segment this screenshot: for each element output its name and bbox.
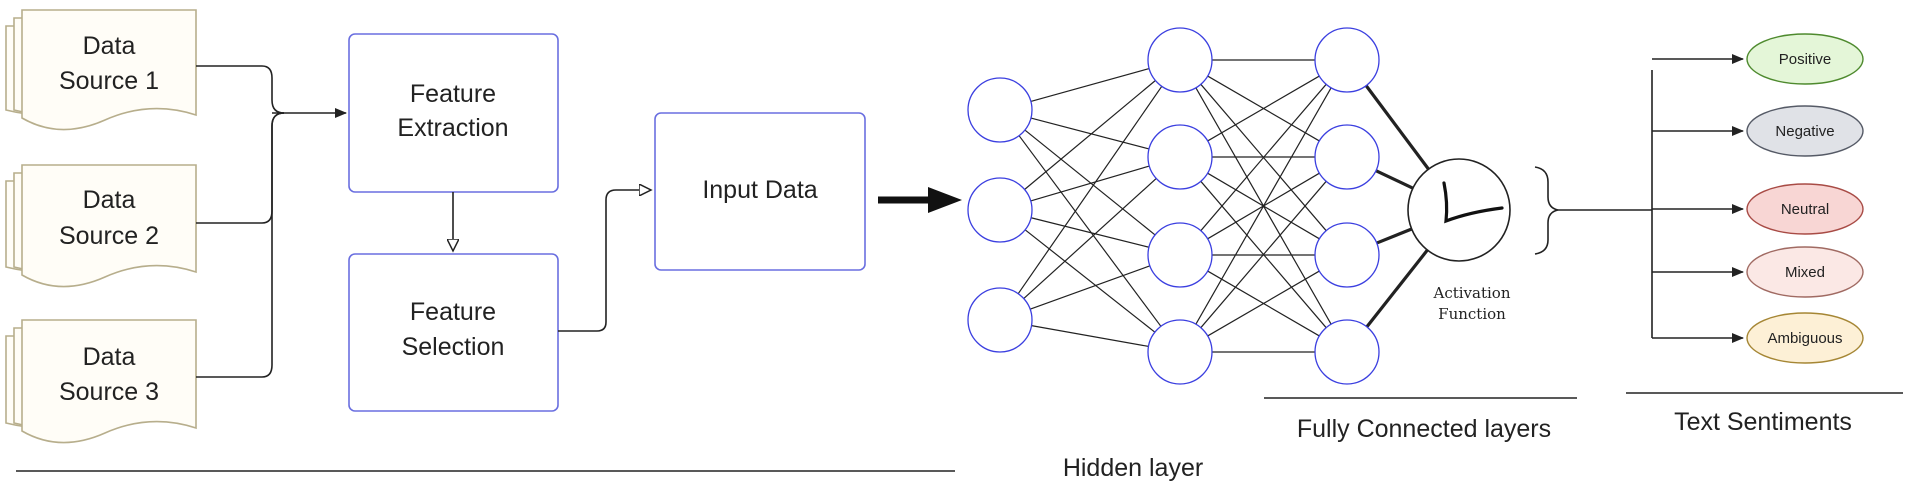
data-source-1: Data Source 1 xyxy=(5,9,197,131)
fully-connected-layers-label: Fully Connected layers xyxy=(1297,415,1551,443)
feature-extraction-line2: Extraction xyxy=(397,114,508,142)
network-edge-l1-3-3 xyxy=(1029,265,1151,310)
activation-label-line2: Function xyxy=(1438,305,1506,323)
sentiment-node-neutral xyxy=(1746,183,1864,235)
network-edge-l1-1-2 xyxy=(1030,117,1150,150)
activation-edge-2 xyxy=(1375,169,1414,190)
network-edge-l1-3-2 xyxy=(1023,178,1157,299)
network-edge-l2-4-3 xyxy=(1207,270,1320,337)
feature-selection-box: Feature Selection xyxy=(348,253,559,412)
sentiment-label-neutral: Neutral xyxy=(1781,201,1829,218)
activation-edge-3 xyxy=(1376,227,1413,245)
network-edge-l1-2-2 xyxy=(1030,165,1150,202)
neuron-layer2-node3 xyxy=(1147,222,1213,288)
neuron-layer1-node1 xyxy=(967,77,1033,143)
feature-selection-line2: Selection xyxy=(402,333,505,361)
network-edge-l1-1-1 xyxy=(1030,67,1150,103)
network-edge-l1-2-4 xyxy=(1024,229,1156,333)
neuron-layer2-node1 xyxy=(1147,27,1213,93)
sentiment-label-negative: Negative xyxy=(1775,123,1834,140)
sentiment-node-ambiguous xyxy=(1746,312,1864,364)
network-edge-l1-2-1 xyxy=(1024,80,1156,190)
sentiment-node-negative xyxy=(1746,105,1864,157)
data-source-1-line2: Source 1 xyxy=(59,67,159,95)
input-data-label: Input Data xyxy=(702,176,817,204)
network-edge-l1-2-3 xyxy=(1030,217,1150,248)
feature-extraction-box: Feature Extraction xyxy=(348,33,559,193)
network-edge-l1-3-1 xyxy=(1017,85,1163,295)
activation-function-node: Activation Function xyxy=(1407,158,1511,323)
network-edge-l2-4-1 xyxy=(1195,87,1332,325)
sentiment-tree xyxy=(1558,70,1653,338)
network-edge-l2-3-1 xyxy=(1200,83,1327,232)
sentiment-label-mixed: Mixed xyxy=(1785,264,1825,281)
neuron-layer3-node1 xyxy=(1314,27,1380,93)
network-nodes xyxy=(967,27,1380,385)
sources-connector xyxy=(196,65,347,378)
neuron-layer3-node4 xyxy=(1314,319,1380,385)
sentiment-node-positive xyxy=(1746,33,1864,85)
neuron-layer2-node4 xyxy=(1147,319,1213,385)
output-brace xyxy=(1534,166,1559,255)
activation-curve-icon xyxy=(1442,181,1504,224)
network-edge-l1-1-3 xyxy=(1024,129,1156,236)
network-edge-l1-1-4 xyxy=(1018,135,1162,327)
activation-edge-4 xyxy=(1365,249,1429,328)
data-source-2-line2: Source 2 xyxy=(59,222,159,250)
data-source-3: Data Source 3 xyxy=(5,319,197,444)
feature-extraction-line1: Feature xyxy=(410,80,496,108)
neuron-layer3-node2 xyxy=(1314,124,1380,190)
sentiment-node-mixed xyxy=(1746,246,1864,298)
network-edge-l2-2-1 xyxy=(1207,75,1320,142)
data-source-1-line1: Data xyxy=(83,32,136,60)
neuron-layer1-node3 xyxy=(967,287,1033,353)
data-source-3-line2: Source 3 xyxy=(59,378,159,406)
network-edge-l2-4-2 xyxy=(1200,180,1327,329)
feature-selection-line1: Feature xyxy=(410,298,496,326)
input-to-network-arrow xyxy=(878,187,962,213)
selection-to-input-arrow xyxy=(558,190,651,332)
sentiment-label-positive: Positive xyxy=(1779,51,1832,68)
input-data-box: Input Data xyxy=(654,112,866,271)
network-connections xyxy=(1017,59,1430,353)
sentiment-label-ambiguous: Ambiguous xyxy=(1767,330,1842,347)
neuron-layer1-node2 xyxy=(967,177,1033,243)
data-source-2-line1: Data xyxy=(83,186,136,214)
activation-label-line1: Activation xyxy=(1433,284,1511,302)
activation-edge-1 xyxy=(1364,84,1430,171)
neuron-layer2-node2 xyxy=(1147,124,1213,190)
hidden-layer-label: Hidden layer xyxy=(1063,454,1203,482)
text-sentiments-label: Text Sentiments xyxy=(1674,408,1852,436)
data-source-2: Data Source 2 xyxy=(5,164,197,288)
network-edge-l1-3-4 xyxy=(1031,325,1149,347)
neuron-layer3-node3 xyxy=(1314,222,1380,288)
data-source-3-line1: Data xyxy=(83,343,136,371)
